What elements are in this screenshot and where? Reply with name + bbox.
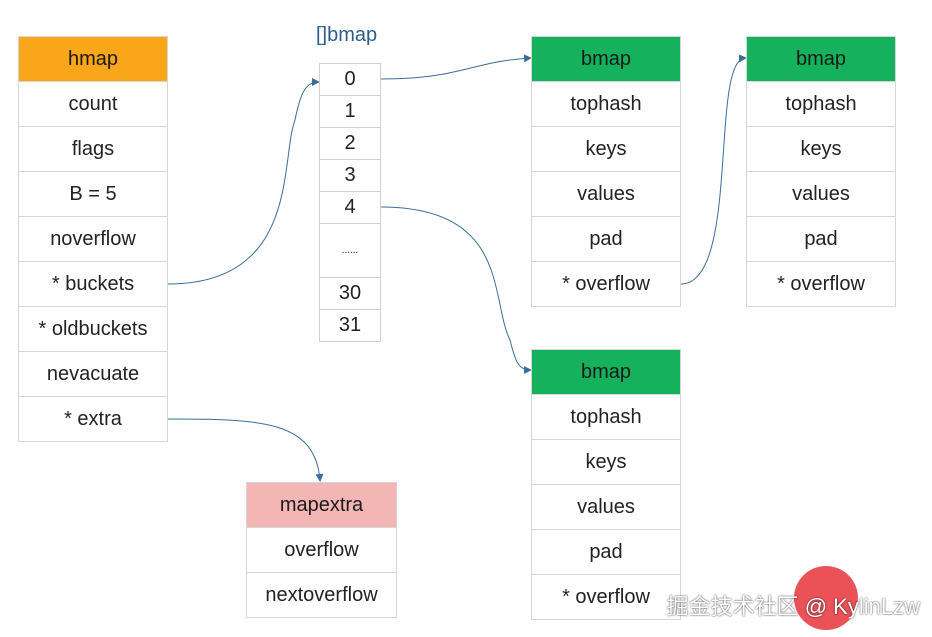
bmap-struct-overflow: bmap tophash keys values pad * overflow [746,36,896,307]
bucket-cell-4: 4 [320,192,380,224]
arrow-buckets-to-array [167,78,320,285]
hmap-struct: hmap count flags B = 5 noverflow * bucke… [18,36,168,442]
arrow-extra-to-mapextra [167,418,324,482]
bmap-field-overflow: * overflow [747,262,895,307]
arrow-overflow-to-bmap [680,54,747,285]
bmap-field-pad: pad [747,217,895,262]
hmap-field-b: B = 5 [19,172,167,217]
hmap-field-noverflow: noverflow [19,217,167,262]
hmap-header: hmap [19,37,167,82]
bmap-field-keys: keys [747,127,895,172]
bucket-cell-1: 1 [320,96,380,128]
mapextra-field-nextoverflow: nextoverflow [247,573,396,618]
hmap-field-flags: flags [19,127,167,172]
bmap-header: bmap [747,37,895,82]
bmap-header: bmap [532,37,680,82]
watermark-text: 掘金技术社区 @ KylinLzw [666,594,920,619]
bmap-field-values: values [747,172,895,217]
mapextra-struct: mapextra overflow nextoverflow [246,482,397,618]
hmap-field-oldbuckets: * oldbuckets [19,307,167,352]
bmap-struct-bucket0: bmap tophash keys values pad * overflow [531,36,681,307]
arrow-bucket0-to-bmap [380,54,532,80]
hmap-field-nevacuate: nevacuate [19,352,167,397]
bmap-struct-bucket4: bmap tophash keys values pad * overflow [531,349,681,620]
bucket-cell-2: 2 [320,128,380,160]
bmap-field-overflow: * overflow [532,575,680,620]
bmap-field-overflow: * overflow [532,262,680,307]
bmap-field-keys: keys [532,127,680,172]
arrow-bucket4-to-bmap [380,206,532,374]
bucket-cell-0: 0 [320,64,380,96]
bmap-field-values: values [532,172,680,217]
bmap-header: bmap [532,350,680,395]
hmap-field-extra: * extra [19,397,167,442]
bmap-field-tophash: tophash [532,82,680,127]
bmap-field-tophash: tophash [747,82,895,127]
bucket-cell-31: 31 [320,310,380,342]
bmap-field-values: values [532,485,680,530]
bucket-array-title: []bmap [316,24,378,46]
bucket-cell-30: 30 [320,278,380,310]
bucket-cell-ellipsis: ...... [320,224,380,278]
bmap-field-pad: pad [532,217,680,262]
bmap-field-tophash: tophash [532,395,680,440]
bucket-array: 0 1 2 3 4 ...... 30 31 [319,63,381,342]
hmap-field-buckets: * buckets [19,262,167,307]
mapextra-header: mapextra [247,483,396,528]
hmap-field-count: count [19,82,167,127]
watermark-logo [794,566,858,630]
mapextra-field-overflow: overflow [247,528,396,573]
bucket-cell-3: 3 [320,160,380,192]
bmap-field-keys: keys [532,440,680,485]
bmap-field-pad: pad [532,530,680,575]
